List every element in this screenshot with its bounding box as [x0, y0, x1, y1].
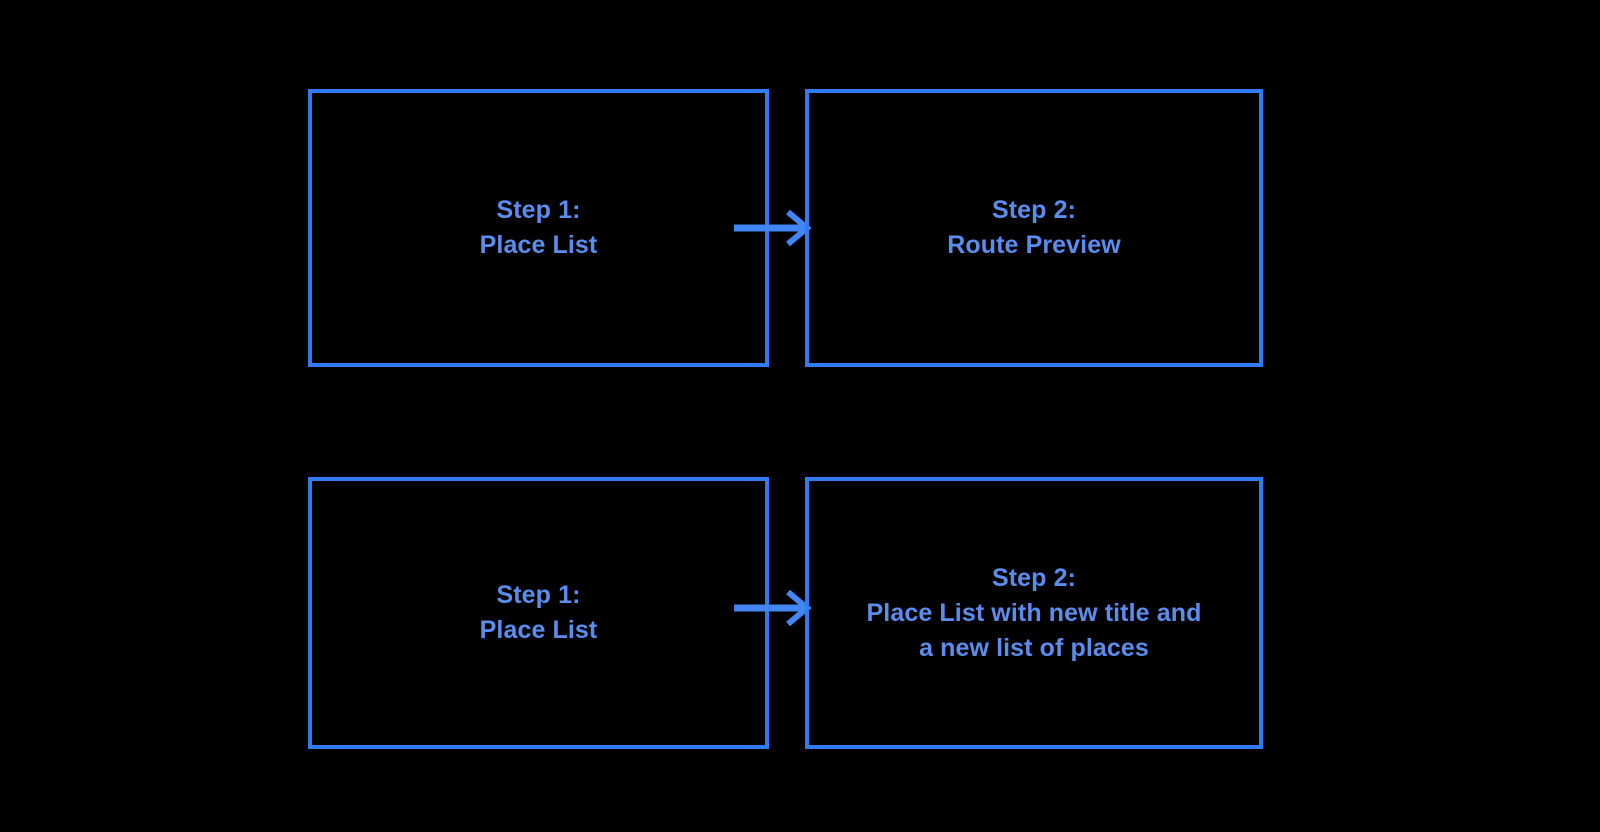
step-label: Step 1: Place List — [479, 581, 598, 644]
step-label: Step 1: Place List — [479, 196, 598, 259]
step-label: Step 2: Place List with new title and a … — [866, 563, 1202, 662]
flow-row-top: Step 1: Place List Step 2: Route Preview — [0, 89, 1600, 367]
step-box-top-step-2[interactable]: Step 2: Route Preview — [805, 89, 1263, 367]
step-label: Step 2: Route Preview — [947, 196, 1121, 259]
step-box-bottom-step-1[interactable]: Step 1: Place List — [308, 477, 769, 749]
flow-row-bottom: Step 1: Place List Step 2: Place List wi… — [0, 477, 1600, 749]
step-box-bottom-step-2[interactable]: Step 2: Place List with new title and a … — [805, 477, 1263, 749]
step-box-top-step-1[interactable]: Step 1: Place List — [308, 89, 769, 367]
